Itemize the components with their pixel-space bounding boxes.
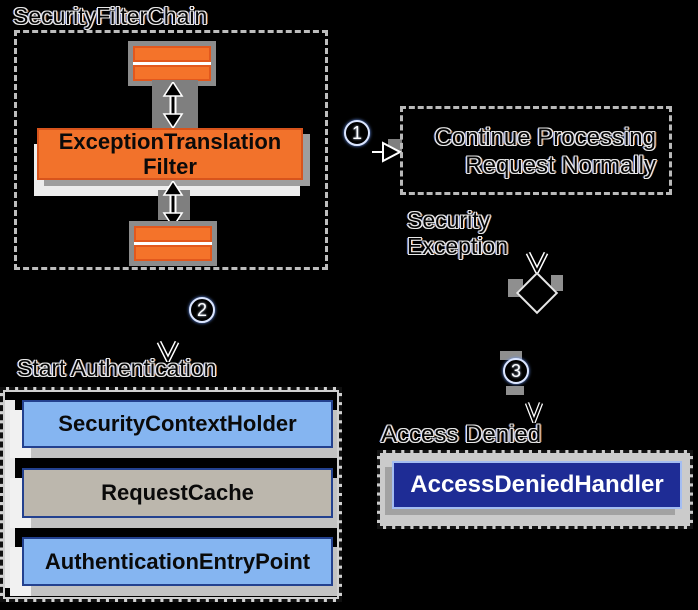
- shadow-artifact: [551, 275, 563, 291]
- security-filter-chain-title: SecurityFilterChain: [13, 3, 208, 29]
- step-2-badge: 2: [189, 297, 215, 323]
- filter-name-line2: Filter: [143, 154, 197, 179]
- filter-stack-bottom: [129, 221, 217, 266]
- security-context-holder-label: SecurityContextHolder: [58, 411, 297, 436]
- shadow-artifact: [500, 351, 522, 360]
- start-authentication-label: Start Authentication: [17, 355, 217, 381]
- security-exception-line2: Exception: [407, 233, 509, 259]
- filter-bar-divider: [133, 62, 211, 65]
- security-filter-chain-box: ExceptionTranslation Filter: [14, 30, 328, 270]
- security-context-holder-box: SecurityContextHolder: [22, 400, 333, 448]
- down-arrow-icon: [156, 340, 180, 362]
- step-2-number: 2: [196, 300, 207, 320]
- access-denied-handler-label: AccessDeniedHandler: [410, 471, 664, 498]
- access-denied-handler-box: AccessDeniedHandler: [392, 461, 682, 509]
- filter-bar: [134, 226, 212, 242]
- step-3-badge: 3: [503, 358, 529, 384]
- authentication-entry-point-box: AuthenticationEntryPoint: [22, 537, 333, 586]
- security-exception-label: Security Exception: [407, 207, 508, 259]
- filter-bar: [134, 245, 212, 261]
- start-authentication-box: SecurityContextHolder RequestCache Authe…: [0, 387, 342, 602]
- filter-bar: [133, 46, 211, 62]
- filter-name-line1: ExceptionTranslation: [58, 129, 282, 154]
- step-1-badge: 1: [344, 120, 370, 146]
- start-authentication-inner: SecurityContextHolder RequestCache Authe…: [5, 392, 337, 597]
- shadow-artifact: [506, 386, 524, 395]
- continue-line2: Request Normally: [465, 152, 656, 179]
- filter-bar-divider: [134, 242, 212, 245]
- security-exception-line1: Security: [407, 207, 491, 233]
- right-arrow-icon: [372, 141, 402, 163]
- access-denied-box: AccessDeniedHandler: [377, 450, 693, 529]
- continue-line1: Continue Processing: [434, 124, 656, 151]
- step-3-number: 3: [510, 361, 521, 381]
- access-denied-label: Access Denied: [381, 421, 542, 448]
- down-arrow-icon: [525, 251, 549, 273]
- double-arrow-icon: [162, 82, 184, 128]
- down-arrow-icon: [524, 402, 544, 423]
- shadow-artifact: [5, 400, 15, 588]
- exception-translation-filter-box: ExceptionTranslation Filter: [37, 128, 303, 180]
- request-cache-label: RequestCache: [101, 480, 254, 505]
- double-arrow-icon: [162, 181, 184, 227]
- request-cache-box: RequestCache: [22, 468, 333, 518]
- step-1-number: 1: [351, 123, 362, 143]
- authentication-entry-point-label: AuthenticationEntryPoint: [44, 548, 311, 574]
- filter-stack-top: [128, 41, 216, 86]
- continue-processing-box: Continue Processing Request Normally: [400, 106, 672, 195]
- filter-bar: [133, 65, 211, 81]
